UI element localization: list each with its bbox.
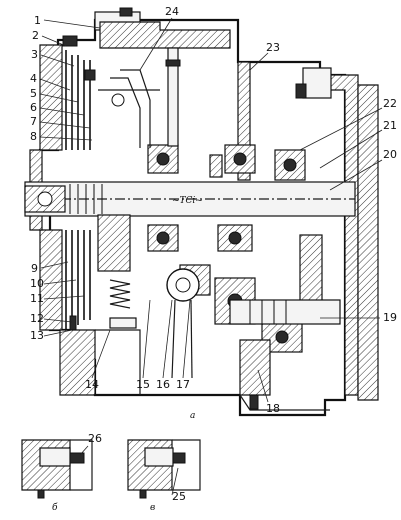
callout-19: 19 — [383, 311, 397, 324]
callout-13: 13 — [30, 329, 44, 342]
detail-view-b: 26 б — [21, 432, 102, 513]
callout-6: 6 — [30, 101, 37, 114]
callout-14: 14 — [85, 378, 99, 391]
callout-18: 18 — [266, 402, 280, 415]
callout-11: 11 — [30, 292, 44, 305]
callout-20: 20 — [383, 148, 397, 161]
bottom-callouts: 14 15 16 17 18 — [85, 299, 280, 415]
detail-view-v: 25 в — [127, 439, 201, 513]
callout-23: 23 — [266, 41, 280, 54]
callout-4: 4 — [30, 72, 37, 85]
callout-15: 15 — [136, 378, 150, 391]
callout-16: 16 — [156, 378, 170, 391]
callout-12: 12 — [30, 312, 44, 325]
lower-housing — [59, 317, 330, 411]
callout-25: 25 — [172, 490, 186, 503]
clutch-plate-stack — [29, 35, 96, 333]
callout-3: 3 — [31, 48, 38, 61]
control-rod — [98, 47, 181, 148]
right-callouts: 24 23 22 21 20 19 — [139, 5, 397, 324]
gear-assembly — [97, 214, 341, 410]
callout-9: 9 — [31, 262, 38, 275]
callout-8: 8 — [30, 130, 37, 143]
callout-7: 7 — [30, 115, 37, 128]
callout-22: 22 — [383, 97, 397, 110]
figure-letter-v: в — [150, 503, 155, 513]
callout-5: 5 — [30, 87, 37, 100]
main-shaft: ~TCi~ — [24, 181, 356, 217]
callout-10: 10 — [30, 277, 44, 290]
figure-letter-a: а — [190, 411, 195, 421]
figure-letter-b: б — [52, 502, 58, 513]
callout-26: 26 — [88, 432, 102, 445]
shaft-marking: ~TCi~ — [172, 196, 203, 206]
callout-17: 17 — [176, 378, 190, 391]
main-housing — [38, 7, 379, 417]
callout-21: 21 — [383, 119, 397, 132]
left-callouts: 1 2 3 4 5 6 7 8 9 10 11 12 13 — [30, 14, 101, 342]
callout-24: 24 — [165, 5, 179, 18]
callout-1: 1 — [34, 14, 41, 27]
callout-2: 2 — [32, 29, 39, 42]
